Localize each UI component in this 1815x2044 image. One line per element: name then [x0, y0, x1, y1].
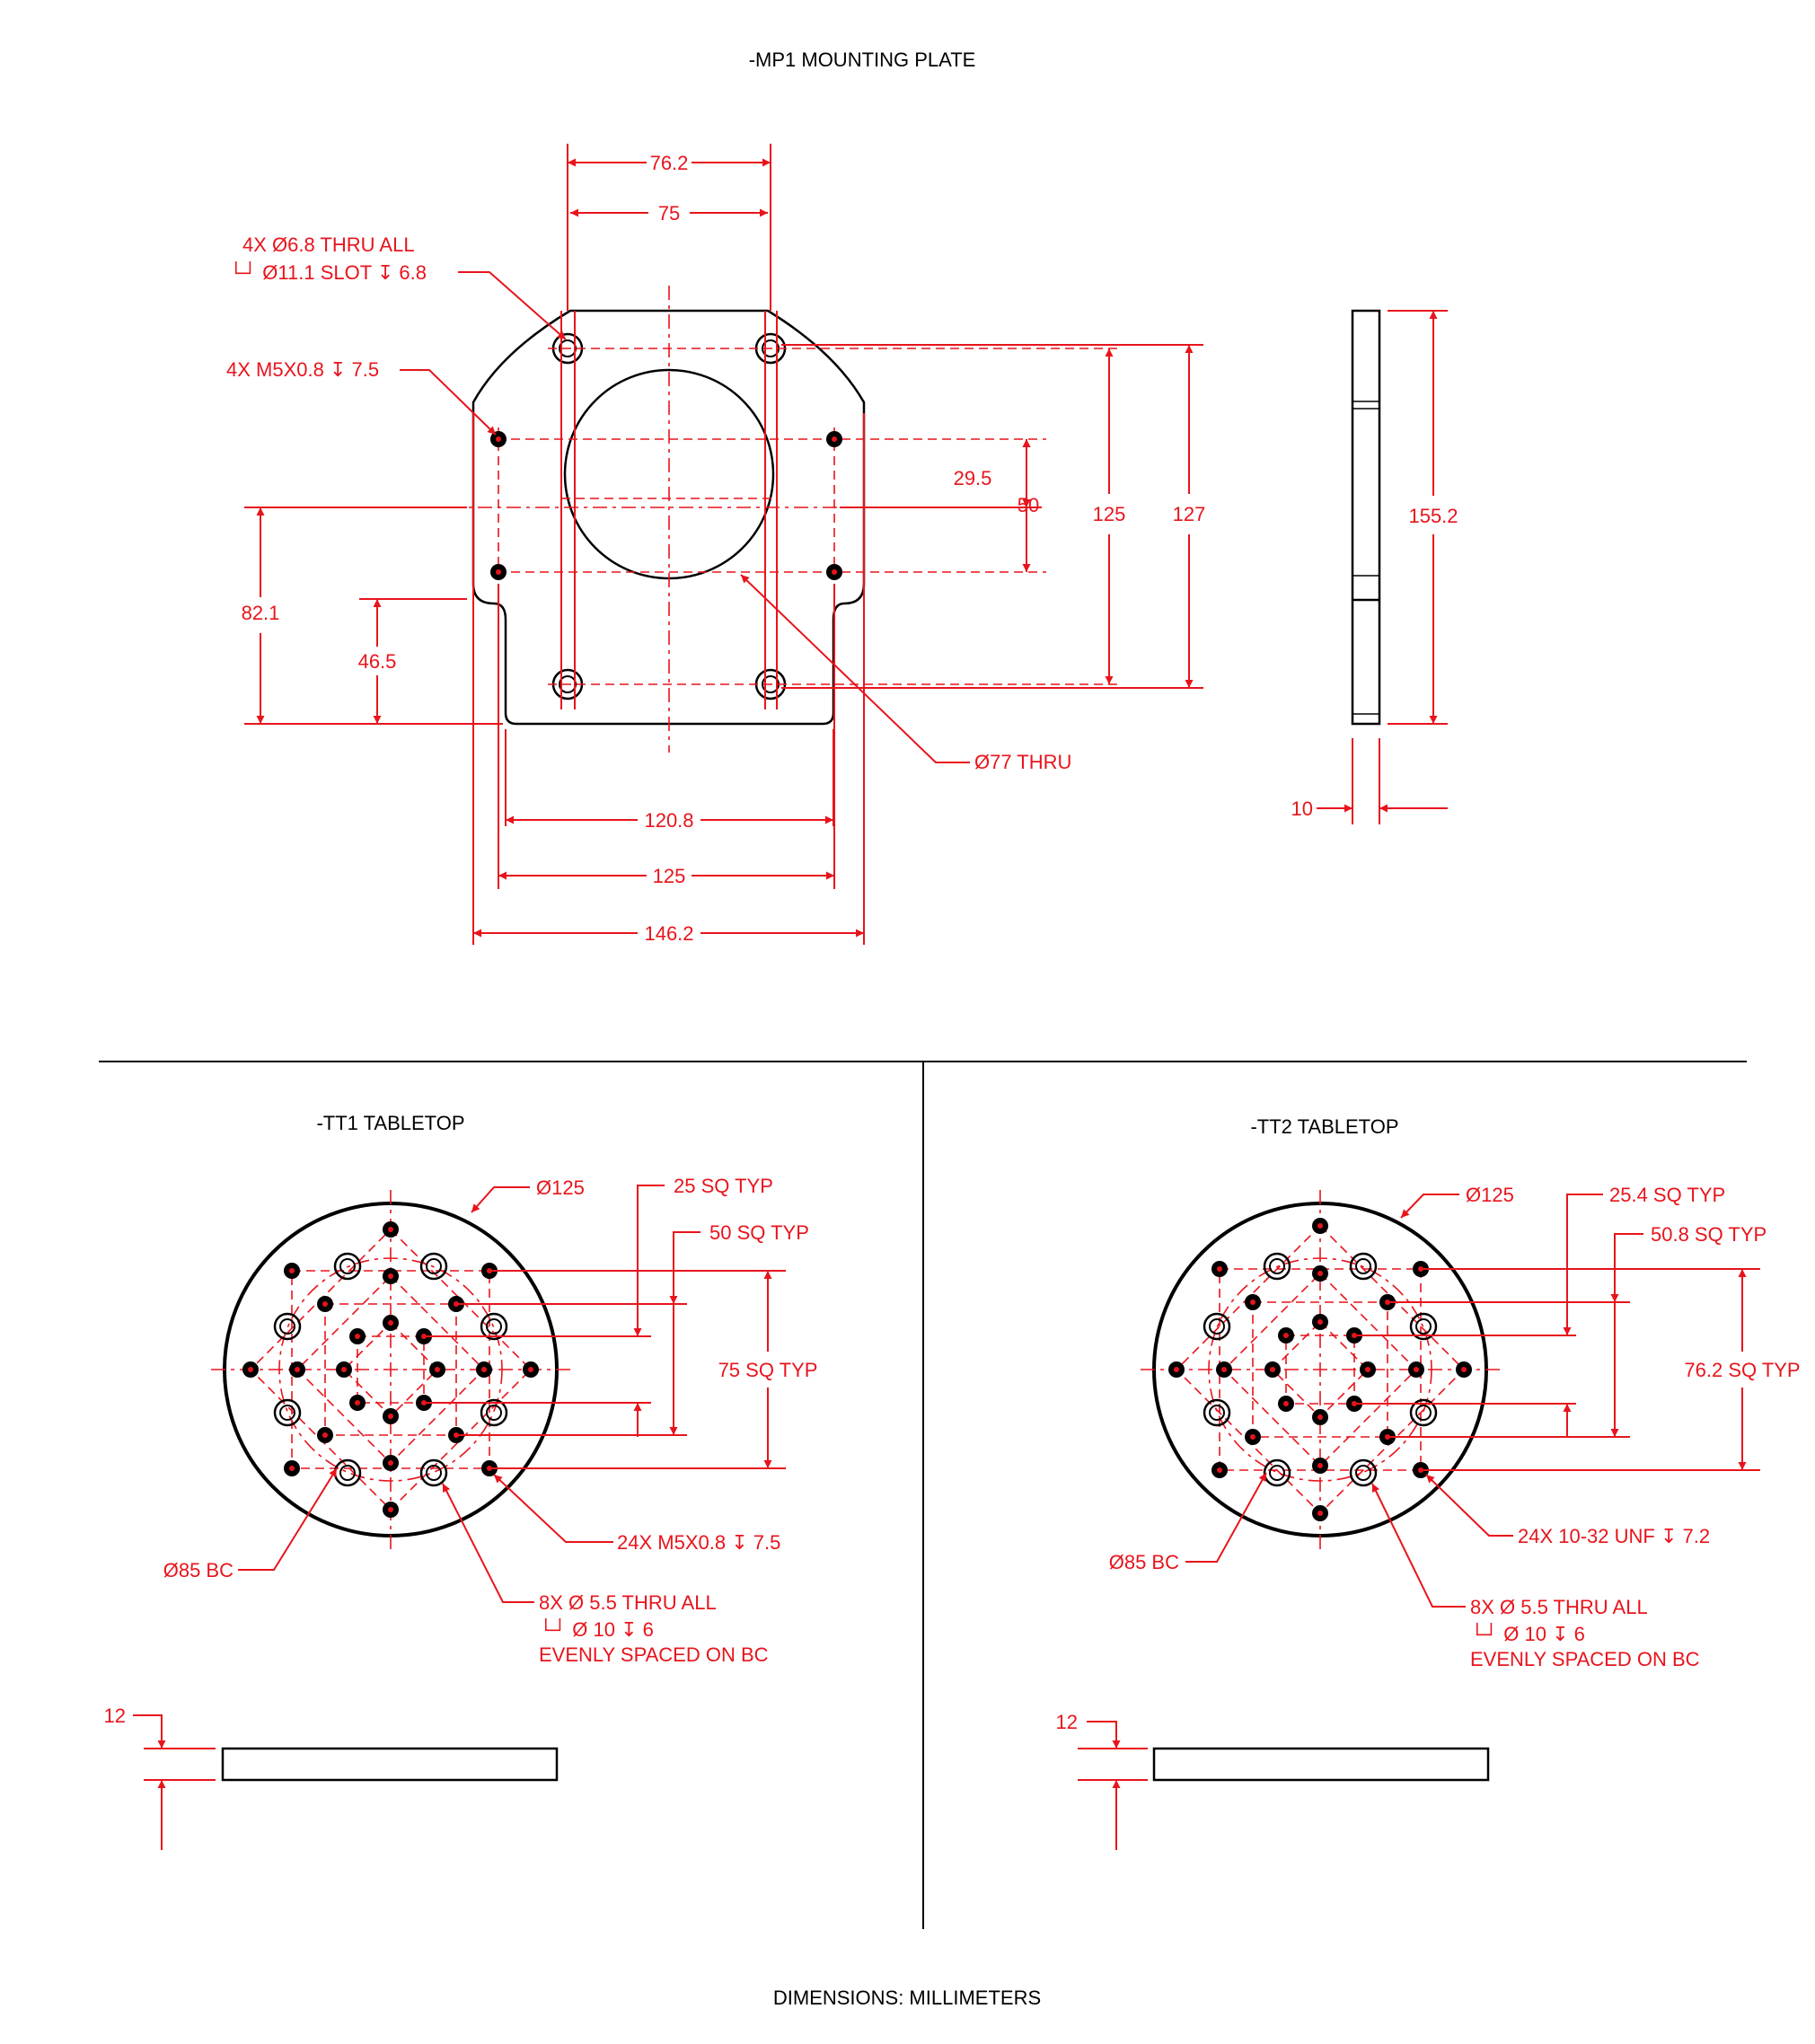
- mp1-front-view: [449, 286, 1123, 753]
- mp1-note-bore: Ø77 THRU: [974, 751, 1071, 773]
- tt2-sq-50-8: 50.8 SQ TYP: [1651, 1223, 1767, 1246]
- tt2-side-view: 12: [1056, 1711, 1490, 1850]
- tt1-sq-75: 75 SQ TYP: [718, 1359, 818, 1381]
- mp1-dim-125-v: 125: [1093, 503, 1126, 525]
- mp1-tapped-holes: [490, 431, 842, 580]
- tt1-title: -TT1 TABLETOP: [316, 1112, 464, 1134]
- tt1-sq-50: 50 SQ TYP: [709, 1221, 809, 1244]
- tt2-thru-note-3: EVENLY SPACED ON BC: [1470, 1648, 1700, 1670]
- mp1-note-holes-2: └┘ Ø11.1 SLOT ↧ 6.8: [229, 260, 427, 284]
- units-note: DIMENSIONS: MILLIMETERS: [773, 1987, 1041, 2009]
- tt2-thru-note-1: 8X Ø 5.5 THRU ALL: [1470, 1596, 1648, 1618]
- mp1-dim-146-2: 146.2: [644, 922, 693, 945]
- mp1-dimensions: 76.2 75 29.5 50 125 127 82.1 46.5: [226, 144, 1205, 945]
- tt1-thru-note-3: EVENLY SPACED ON BC: [539, 1643, 769, 1666]
- tt2-bc-85: Ø85 BC: [1109, 1551, 1179, 1573]
- tt1-bc-85: Ø85 BC: [163, 1559, 233, 1581]
- mp1-dim-120-8: 120.8: [644, 809, 693, 832]
- tt1-top-view: [211, 1190, 575, 1549]
- mp1-title: -MP1 MOUNTING PLATE: [749, 48, 976, 71]
- mp1-note-holes-1: 4X Ø6.8 THRU ALL: [242, 233, 415, 256]
- tt1-sq-25: 25 SQ TYP: [674, 1175, 773, 1197]
- tt1-side-view: 12: [104, 1705, 559, 1850]
- tt2-thickness-12: 12: [1056, 1711, 1078, 1733]
- mp1-dim-50: 50: [1018, 494, 1039, 516]
- mp1-dim-82-1: 82.1: [242, 602, 280, 624]
- tt2-top-view: [1141, 1190, 1504, 1549]
- tt1-thru-note-2: └┘ Ø 10 ↧ 6: [539, 1617, 654, 1641]
- tt2-dia-125: Ø125: [1466, 1184, 1514, 1206]
- tt1-cbore-holes: [273, 1252, 508, 1487]
- mp1-side-dim-10: 10: [1291, 797, 1313, 820]
- tt2-cbore-holes: [1203, 1252, 1438, 1487]
- mp1-dim-125-h: 125: [653, 865, 686, 887]
- tt2-thru-note-2: └┘ Ø 10 ↧ 6: [1470, 1622, 1585, 1645]
- tt2-title: -TT2 TABLETOP: [1250, 1115, 1398, 1138]
- tt1-tapped-note: 24X M5X0.8 ↧ 7.5: [617, 1531, 780, 1554]
- tt2-tapped-note: 24X 10-32 UNF ↧ 7.2: [1518, 1525, 1710, 1547]
- mp1-side-dim-155-2: 155.2: [1408, 505, 1458, 527]
- tt2-sq-25-4: 25.4 SQ TYP: [1609, 1184, 1725, 1206]
- tt2-sq-76-2: 76.2 SQ TYP: [1684, 1359, 1800, 1381]
- mp1-dim-76-2: 76.2: [650, 152, 689, 174]
- tt1-thru-note-1: 8X Ø 5.5 THRU ALL: [539, 1591, 717, 1614]
- tt1-dia-125: Ø125: [536, 1176, 585, 1199]
- tt1-tapped-holes: [242, 1221, 539, 1518]
- tt1-dimensions: Ø125 25 SQ TYP 50 SQ TYP 75 SQ TYP Ø85 B…: [163, 1175, 818, 1666]
- mp1-dim-75: 75: [658, 202, 680, 225]
- mp1-note-tapped: 4X M5X0.8 ↧ 7.5: [226, 358, 379, 381]
- mp1-dim-29-5: 29.5: [954, 467, 992, 489]
- mp1-dim-127: 127: [1173, 503, 1206, 525]
- mp1-side-view: 155.2 10: [1291, 309, 1458, 824]
- mp1-dim-46-5: 46.5: [358, 650, 397, 673]
- tt2-dimensions: Ø125 25.4 SQ TYP 50.8 SQ TYP 76.2 SQ TYP…: [1109, 1184, 1801, 1670]
- tt1-thickness-12: 12: [104, 1705, 126, 1727]
- tt2-tapped-holes: [1168, 1218, 1472, 1521]
